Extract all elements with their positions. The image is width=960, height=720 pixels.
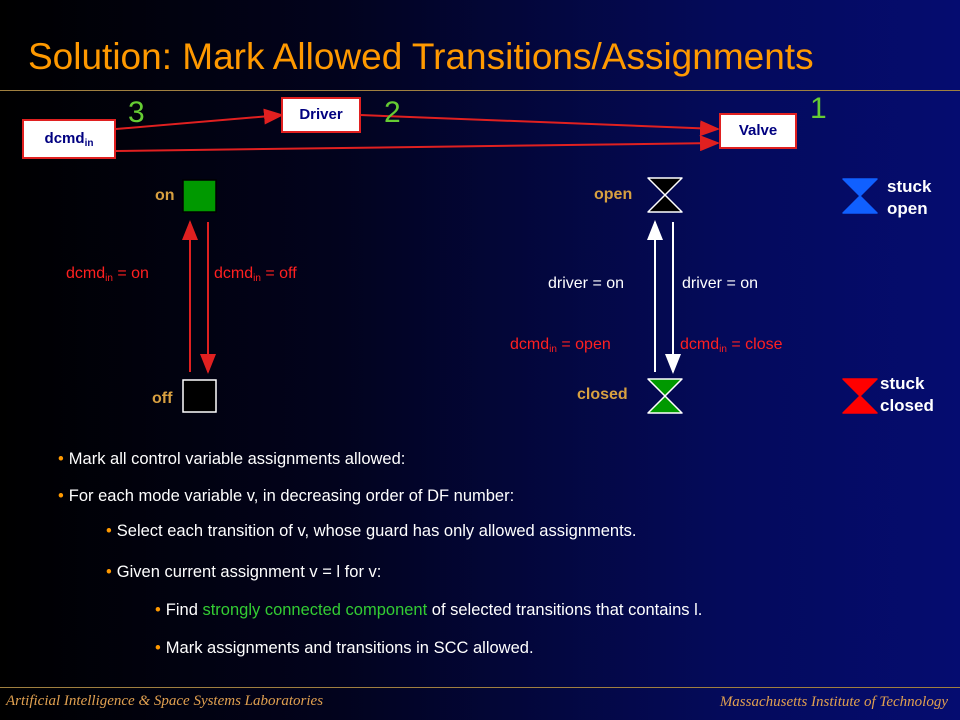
- dcmd-box-label: dcmd: [44, 130, 85, 147]
- driver-guard-off: dcmdin = off: [214, 265, 297, 284]
- driver-on-state: [182, 179, 217, 213]
- stuck-open-state: [842, 178, 878, 214]
- footer-right: Massachusetts Institute of Technology: [719, 694, 948, 710]
- dcmd-box-sub: in: [84, 138, 94, 149]
- valve-open-state: [647, 177, 683, 213]
- page-title: Solution: Mark Allowed Transitions/Assig…: [28, 36, 814, 77]
- bullet-1: •Mark all control variable assignments a…: [58, 450, 406, 468]
- order-number-1: 1: [810, 92, 827, 125]
- driver-on-label: on: [155, 187, 175, 204]
- valve-open-label: open: [594, 186, 633, 203]
- bullet-6: •Mark assignments and transitions in SCC…: [155, 639, 534, 657]
- order-number-2: 2: [384, 96, 401, 129]
- driver-off-label: off: [152, 390, 173, 407]
- valve-guard-cmd-open: dcmdin = open: [510, 336, 611, 355]
- bullet-4: •Given current assignment v = l for v:: [106, 563, 382, 581]
- driver-guard-on: dcmdin = on: [66, 265, 149, 284]
- bullet-3: •Select each transition of v, whose guar…: [106, 522, 637, 540]
- driver-box: Driver: [281, 97, 361, 133]
- valve-closed-state: [647, 378, 683, 414]
- title-divider: [0, 90, 960, 91]
- arrow-dcmd-to-driver: [115, 108, 284, 130]
- footer-left: Artificial Intelligence & Space Systems …: [6, 693, 324, 709]
- stuck-open-label: stuck open: [887, 177, 932, 218]
- stuck-closed-label: stuck closed: [880, 374, 934, 415]
- arrow-driver-to-valve: [359, 114, 720, 137]
- dcmd-box: dcmdin: [22, 119, 116, 159]
- valve-box: Valve: [719, 113, 797, 149]
- arrow-dcmd-to-valve: [115, 135, 720, 152]
- valve-guard-driver-left: driver = on: [548, 275, 625, 292]
- valve-guard-driver-right: driver = on: [682, 275, 759, 292]
- footer-divider: [0, 687, 960, 688]
- valve-closed-label: closed: [577, 386, 628, 403]
- valve-guard-cmd-close: dcmdin = close: [680, 336, 783, 355]
- order-number-3: 3: [128, 96, 145, 129]
- bullet-5: •Find strongly connected component of se…: [155, 601, 703, 619]
- driver-off-state: [182, 379, 217, 413]
- stuck-closed-state: [842, 378, 878, 414]
- bullet-2: •For each mode variable v, in decreasing…: [58, 487, 515, 505]
